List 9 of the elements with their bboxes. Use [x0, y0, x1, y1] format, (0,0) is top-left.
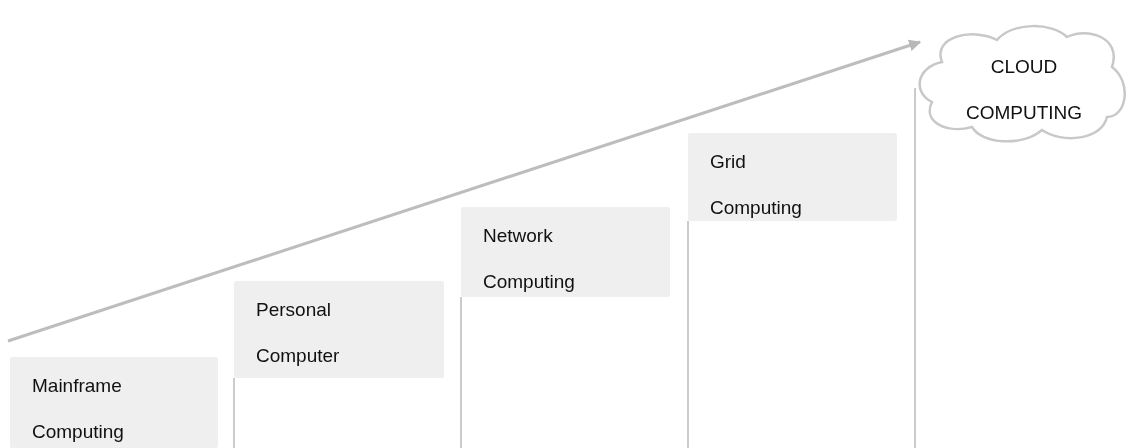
stage-label: Network Computing	[483, 224, 576, 294]
stage-label: Grid Computing	[710, 150, 803, 220]
stage-label: CLOUD COMPUTING	[964, 55, 1084, 125]
stage-box	[688, 133, 897, 221]
growth-arrow	[7, 39, 922, 343]
stage-box	[461, 207, 670, 297]
stage-label: Personal Computer	[256, 298, 341, 368]
stage-label: Mainframe Computing	[32, 374, 125, 444]
stage-box	[234, 281, 444, 378]
